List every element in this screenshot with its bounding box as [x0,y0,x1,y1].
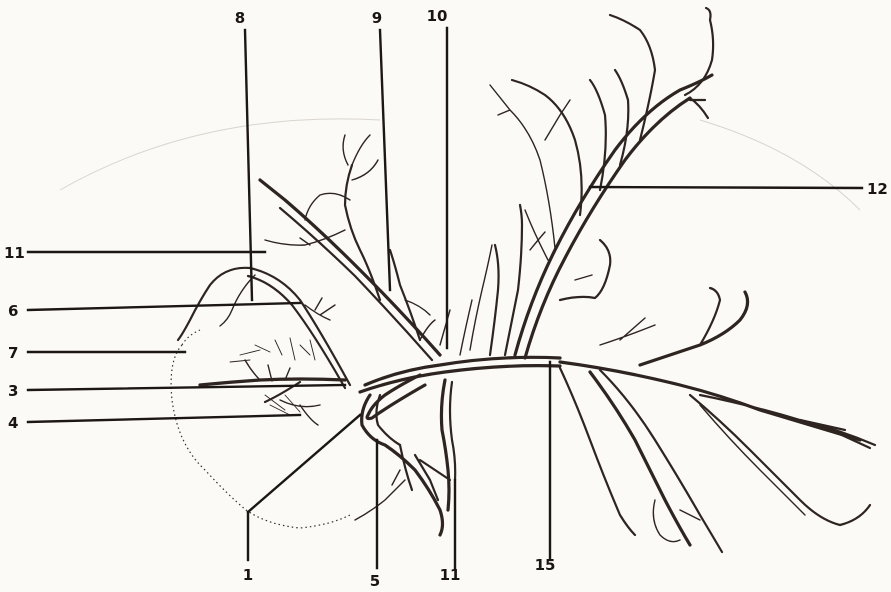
leader-6 [28,303,300,310]
capillary-cluster [230,338,315,415]
upper-right-branches [460,8,713,358]
lower-right-branches [560,288,870,552]
leader-1 [248,415,360,512]
leader-4 [28,415,300,422]
leader-12 [590,187,862,188]
leader-lines [28,28,862,568]
label-6: 6 [8,302,18,320]
label-11-left: 11 [4,244,25,262]
label-12: 12 [867,180,888,198]
background-texture [60,119,860,210]
label-15: 15 [535,556,556,574]
main-trunk [360,357,875,448]
leader-8 [245,30,252,300]
upper-left-branches [260,135,450,360]
label-9: 9 [372,9,382,27]
leader-9 [380,30,390,290]
label-8: 8 [235,9,245,27]
label-7: 7 [8,344,18,362]
label-10: 10 [427,7,448,25]
organ-outline [171,330,350,528]
label-4: 4 [8,414,18,432]
left-branches [178,268,350,425]
label-1: 1 [243,566,253,584]
label-11-bottom: 11 [440,566,461,584]
label-3: 3 [8,382,18,400]
lower-left-branches [355,375,455,535]
label-5: 5 [370,572,380,590]
leader-3 [28,385,345,390]
